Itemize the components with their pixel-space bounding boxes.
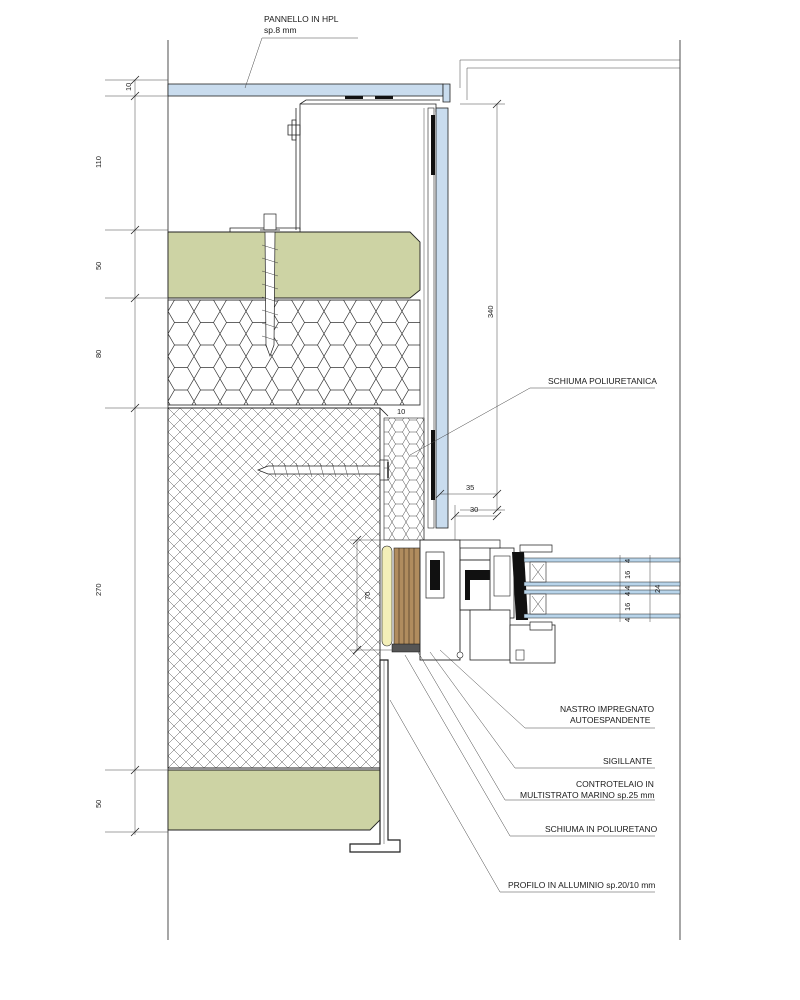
upper-wood-board — [167, 231, 421, 299]
label-tape-line1: NASTRO IMPREGNATO — [560, 704, 655, 714]
dim-left-110: 110 — [94, 156, 103, 168]
hpl-fixing-2 — [375, 96, 393, 99]
dim-70: 70 — [363, 592, 372, 600]
glass-dim-lines — [619, 555, 651, 622]
label-profile: PROFILO IN ALLUMINIO sp.20/10 mm — [508, 880, 655, 890]
dim-70-line — [350, 535, 392, 655]
glass-dim-3: 4 — [623, 586, 632, 590]
leader-foam — [409, 387, 531, 456]
glass-dim-5: 16 — [623, 603, 632, 611]
dim-left-10: 10 — [124, 83, 133, 91]
leader-hpl — [244, 37, 263, 89]
wall-edge — [379, 407, 389, 417]
vertical-cladding-glass — [435, 107, 449, 529]
left-dimension-chain — [105, 75, 168, 837]
gasket-bottom — [431, 430, 435, 500]
dim-30: 30 — [470, 505, 478, 514]
lower-wood-board — [167, 769, 381, 831]
dim-10-foam: 10 — [397, 407, 405, 416]
foam-fill — [383, 417, 425, 541]
glass-dim-1: 4 — [623, 559, 632, 563]
cladding-frame — [427, 107, 435, 529]
marine-plywood-frame — [393, 547, 421, 647]
hex-insulation — [167, 299, 421, 406]
label-hpl-line1: PANNELLO IN HPL — [264, 14, 339, 24]
dim-left-50a: 50 — [94, 262, 103, 270]
label-sealant: SIGILLANTE — [603, 756, 652, 766]
label-foam: SCHIUMA POLIURETANICA — [548, 376, 657, 386]
label-frame-line2: MULTISTRATO MARINO sp.25 mm — [520, 790, 655, 800]
hpl-fixing-1 — [345, 96, 363, 99]
dim-35: 35 — [466, 483, 474, 492]
glass-dim-2: 16 — [623, 571, 632, 579]
sealant-capsule — [381, 545, 393, 647]
hpl-panel-top — [167, 83, 444, 97]
bracket-bolt-head — [287, 119, 301, 141]
glass-dim-24: 24 — [653, 585, 662, 593]
dim-340: 340 — [486, 305, 495, 318]
upper-screw — [260, 213, 280, 358]
label-foam2: SCHIUMA IN POLIURETANO — [545, 824, 658, 834]
dim-left-270: 270 — [94, 583, 103, 596]
gasket-top — [431, 115, 435, 175]
leader-tape — [439, 649, 526, 729]
aluminium-profile — [349, 659, 401, 853]
hpl-panel-return — [442, 83, 451, 103]
support-bracket — [295, 99, 440, 230]
dim-left-50b: 50 — [94, 800, 103, 808]
glass-dim-6: 4 — [623, 618, 632, 622]
label-hpl-line2: sp.8 mm — [264, 25, 297, 35]
crosshatch-wall — [167, 407, 381, 769]
double-glazing — [523, 557, 681, 619]
leader-frame — [417, 651, 506, 801]
window-frame — [419, 539, 556, 664]
dim-340-line — [460, 99, 505, 515]
dim-35-30-lines — [435, 489, 502, 540]
leader-profile — [389, 699, 501, 893]
label-tape-line2: AUTOESPANDENTE — [570, 715, 651, 725]
leader-foam2 — [404, 654, 511, 837]
label-frame-line1: CONTROTELAIO IN — [576, 779, 654, 789]
leader-sealant — [429, 651, 516, 769]
glass-dim-4: 4 — [623, 592, 632, 596]
dim-left-80: 80 — [94, 350, 103, 358]
